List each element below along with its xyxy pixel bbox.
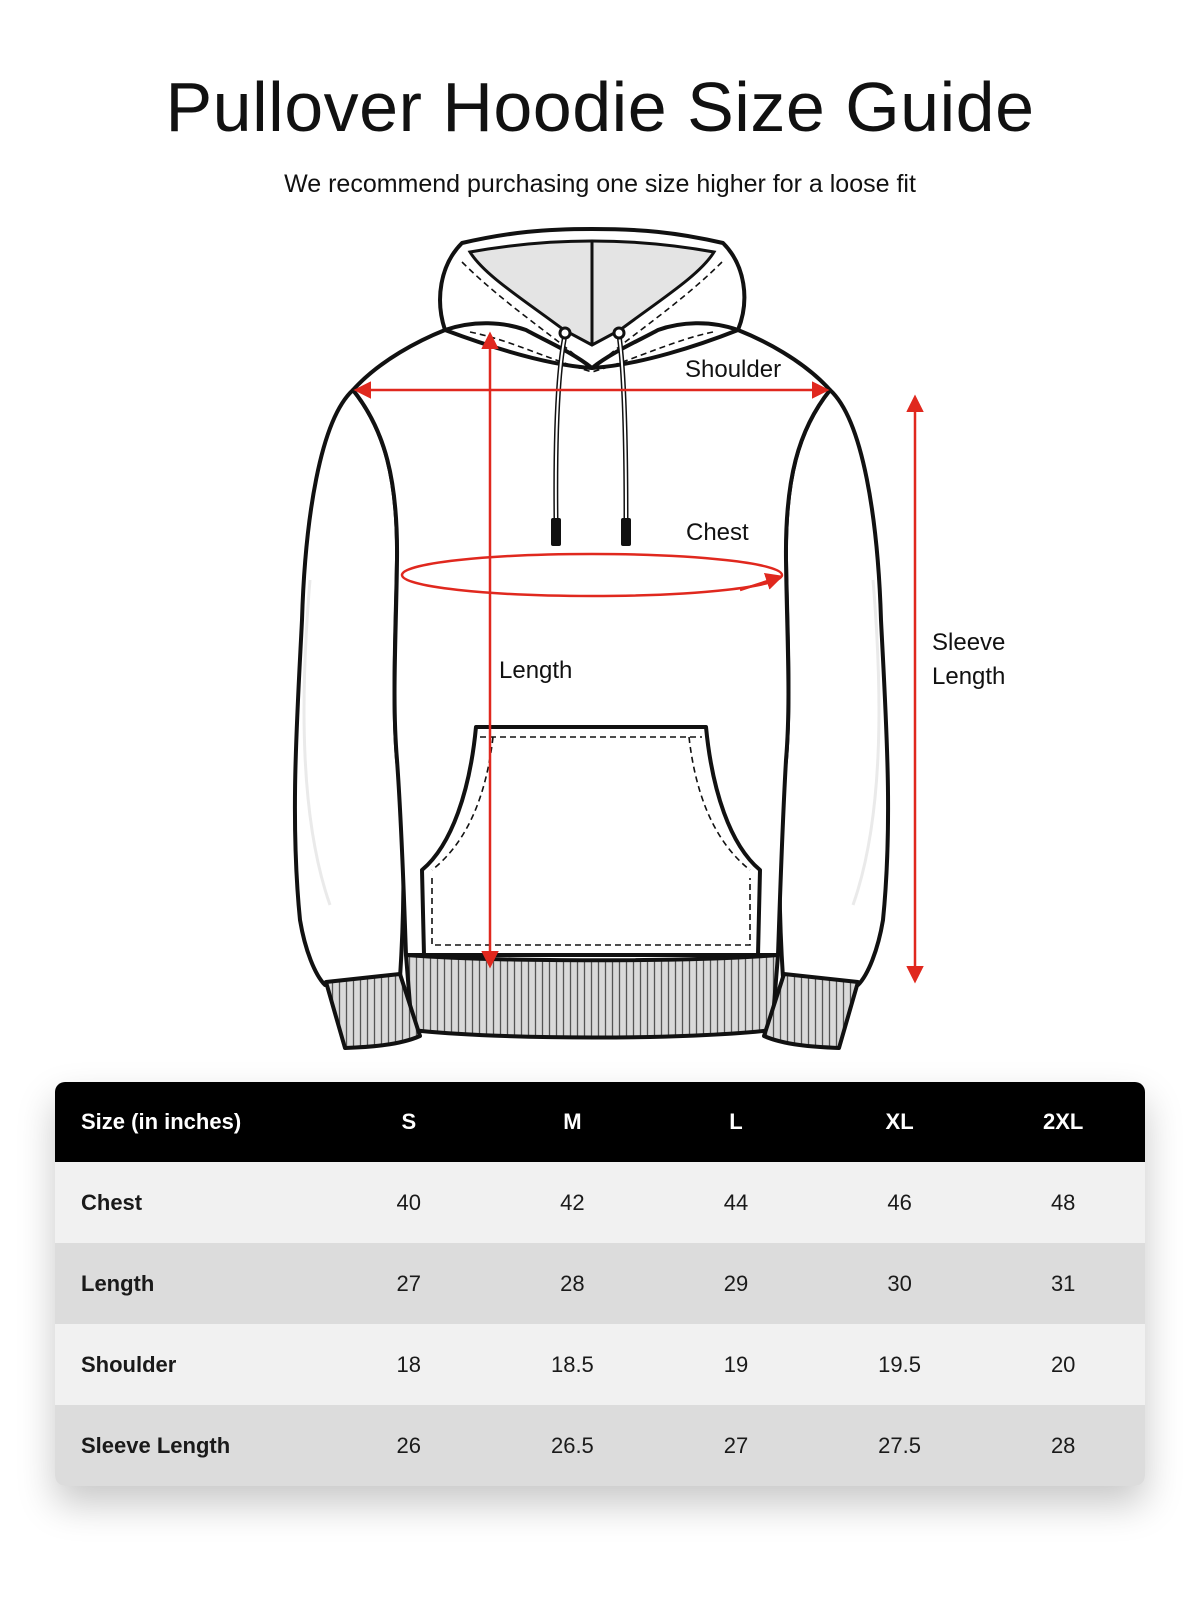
page-title: Pullover Hoodie Size Guide [165,68,1035,146]
table-row: Length 27 28 29 30 31 [55,1243,1145,1324]
table-cell: 31 [1050,1270,1076,1296]
table-cell: 27 [723,1432,749,1458]
table-cell: 20 [1050,1351,1076,1377]
size-header-xl: XL [885,1109,914,1134]
row-label: Chest [81,1189,143,1215]
size-chart-table: Size (in inches) S M L XL 2XL Chest 40 4… [55,1082,1145,1486]
table-cell: 44 [723,1189,749,1215]
row-label: Sleeve Length [81,1432,231,1458]
table-cell: 19 [723,1351,749,1377]
hoodie-illustration [292,227,924,1050]
table-cell: 29 [723,1270,749,1296]
table-cell: 40 [396,1189,422,1215]
table-cell: 30 [887,1270,912,1296]
left-sleeve [292,388,406,987]
sleeve-length-label: Sleeve Length [932,626,1005,694]
sleeve-label-line2: Length [932,663,1006,690]
sleeve-label-line1: Sleeve [932,629,1006,656]
shoulder-label: Shoulder [685,356,782,383]
table-cell: 27.5 [878,1432,921,1458]
table-row: Chest 40 42 44 46 48 [55,1162,1145,1243]
table-cell: 19.5 [878,1351,921,1377]
table-cell: 48 [1050,1189,1076,1215]
hoodie-diagram: Shoulder Chest Length Sleeve Length [0,220,1200,1060]
chest-label: Chest [686,519,749,546]
table-row: Sleeve Length 26 26.5 27 27.5 28 [55,1405,1145,1486]
right-sleeve [777,388,891,987]
row-label: Shoulder [81,1351,177,1377]
table-cell: 42 [560,1189,585,1215]
size-header-2xl: 2XL [1043,1109,1084,1134]
table-header-row: Size (in inches) S M L XL 2XL [55,1082,1145,1162]
length-label: Length [499,657,573,684]
size-header-label: Size (in inches) [81,1109,242,1134]
left-cuff [324,972,422,1050]
table-cell: 28 [1050,1432,1076,1458]
table-cell: 26.5 [550,1432,594,1458]
table-cell: 26 [396,1432,422,1458]
table-cell: 27 [396,1270,422,1296]
size-header-l: L [729,1109,743,1134]
size-header-m: M [563,1109,582,1134]
table-cell: 46 [887,1189,912,1215]
waistband [404,953,780,1040]
row-label: Length [81,1270,155,1296]
table-cell: 18.5 [550,1351,594,1377]
size-header-s: S [401,1109,417,1134]
page-subtitle: We recommend purchasing one size higher … [284,170,916,198]
kangaroo-pocket [420,725,762,957]
table-cell: 28 [560,1270,585,1296]
table-row: Shoulder 18 18.5 19 19.5 20 [55,1324,1145,1405]
right-cuff [762,972,860,1050]
table-cell: 18 [396,1351,422,1377]
